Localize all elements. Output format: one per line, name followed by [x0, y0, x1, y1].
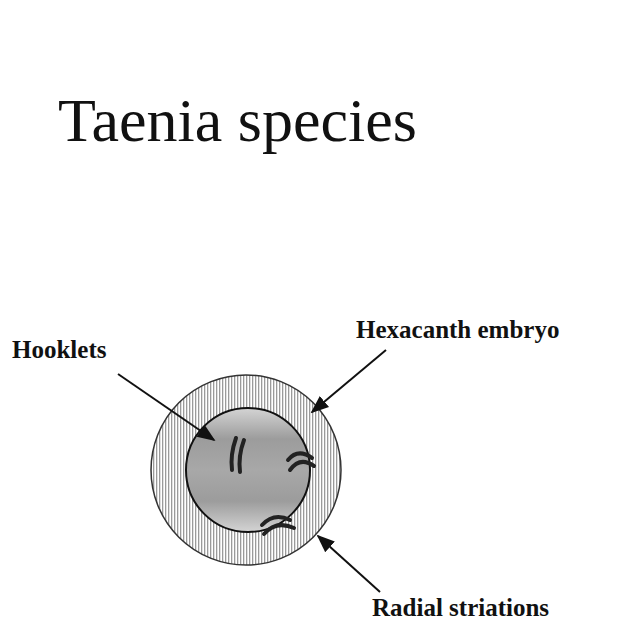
leader-arrow: [118, 374, 214, 440]
hooklet: [232, 438, 237, 470]
leader-arrow: [312, 350, 386, 412]
hooklet: [264, 525, 294, 534]
egg-shell: [151, 375, 341, 565]
callout-label: Radial striations: [372, 594, 549, 622]
hooklet: [240, 440, 245, 472]
hooklet: [288, 453, 312, 460]
leader-lines: [118, 350, 386, 592]
diagram-title: Taenia species: [58, 86, 417, 154]
leader-arrow: [318, 536, 380, 592]
callout-label: Hooklets: [12, 336, 106, 364]
hooklets: [232, 438, 315, 534]
hooklet: [290, 462, 314, 470]
callout-label: Hexacanth embryo: [356, 316, 559, 344]
